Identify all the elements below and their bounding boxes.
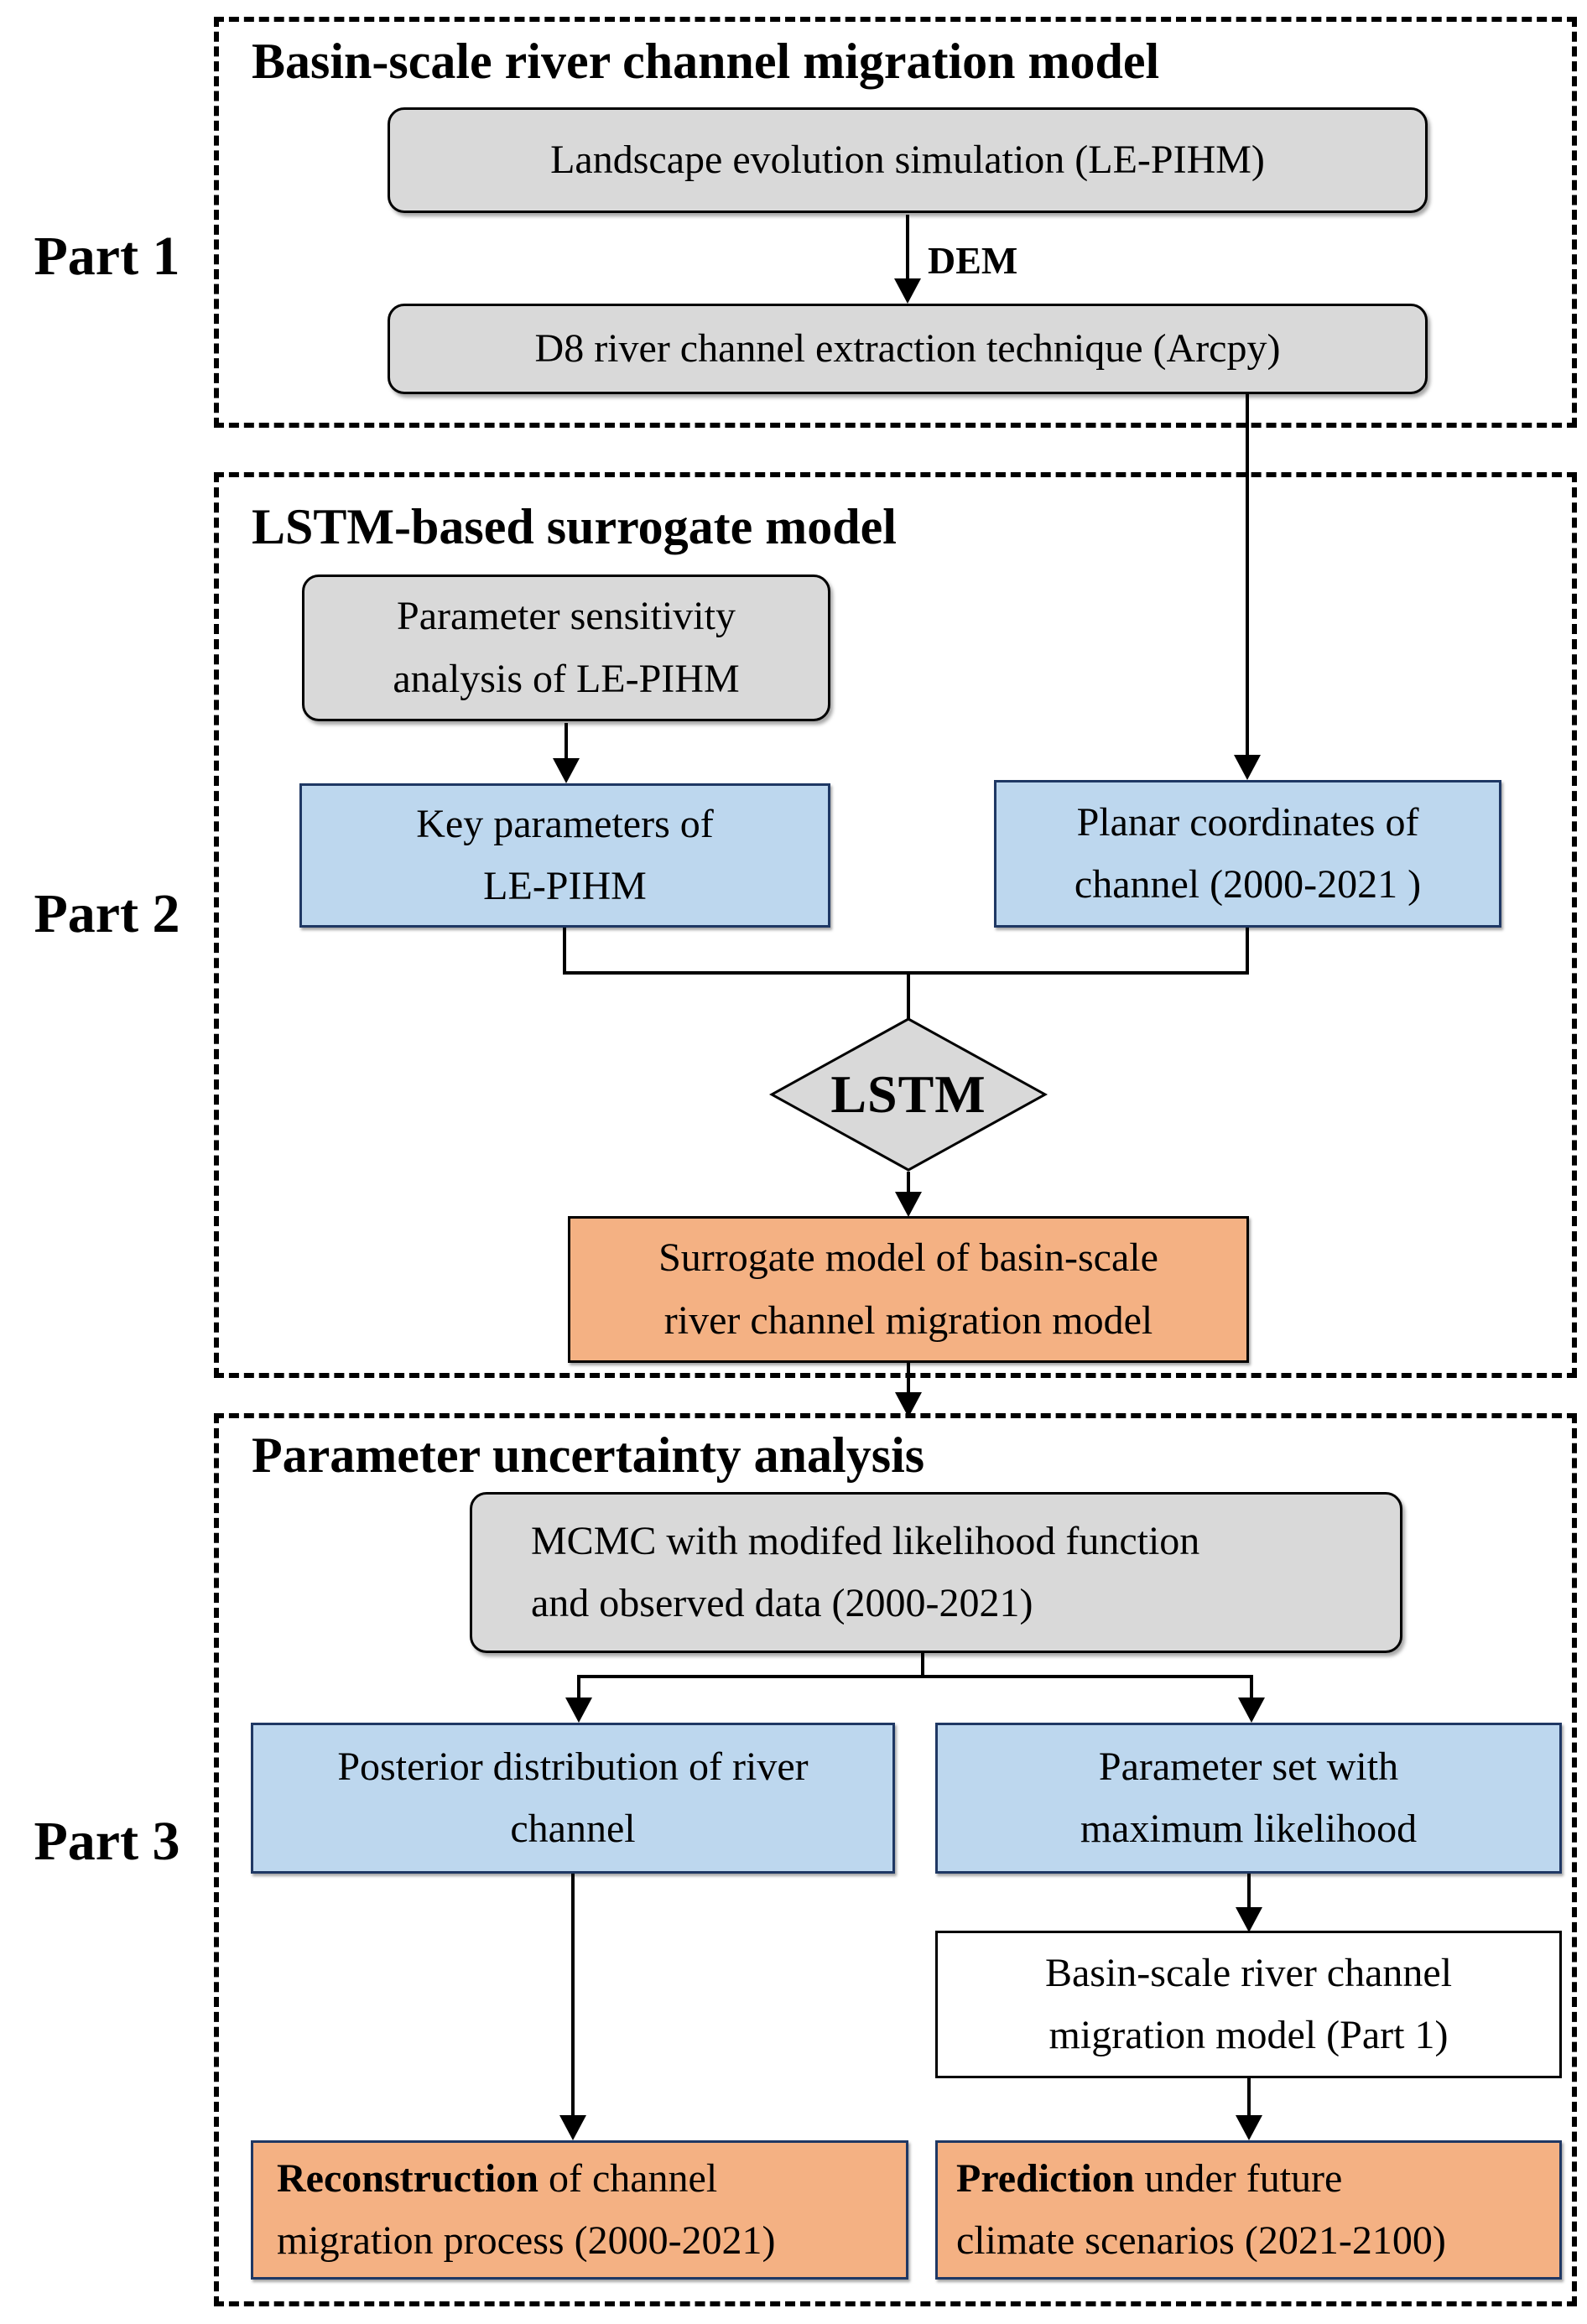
basin-model-box: Basin-scale river channel migration mode… bbox=[935, 1931, 1562, 2078]
mcmc-line2: and observed data (2000-2021) bbox=[531, 1581, 1033, 1625]
sensitivity-analysis-box: Parameter sensitivity analysis of LE-PIH… bbox=[302, 575, 830, 721]
planar-coordinates-line2: channel (2000-2021 ) bbox=[1074, 862, 1422, 907]
prediction-line1: Prediction under future bbox=[956, 2148, 1342, 2210]
surrogate-to-part3-arrowhead bbox=[895, 1392, 922, 1417]
lstm-diamond: LSTM bbox=[769, 1017, 1048, 1172]
split-right-line bbox=[1250, 1675, 1253, 1702]
key-parameters-box: Key parameters of LE-PIHM bbox=[299, 783, 830, 928]
dem-label: DEM bbox=[928, 239, 1018, 282]
split-horizontal-line bbox=[577, 1675, 1253, 1678]
reconstruction-bold-word: Reconstruction bbox=[277, 2155, 539, 2201]
surrogate-to-part3-line bbox=[907, 1363, 910, 1395]
lstm-label: LSTM bbox=[830, 1064, 986, 1124]
d8-to-planar-arrowhead bbox=[1234, 755, 1261, 780]
posterior-distribution-box: Posterior distribution of river channel bbox=[251, 1723, 895, 1874]
d8-extraction-label: D8 river channel extraction technique (A… bbox=[534, 325, 1281, 371]
split-left-arrowhead bbox=[565, 1698, 592, 1723]
paramset-to-basin-line bbox=[1247, 1874, 1251, 1911]
prediction-rest1: under future bbox=[1134, 2155, 1343, 2201]
part3-label: Part 3 bbox=[34, 1811, 180, 1872]
merge-left-line bbox=[563, 928, 566, 975]
reconstruction-line2: migration process (2000-2021) bbox=[277, 2218, 776, 2263]
landscape-evolution-box: Landscape evolution simulation (LE-PIHM) bbox=[388, 107, 1428, 213]
parameter-set-line1: Parameter set with bbox=[1098, 1744, 1399, 1789]
parameter-set-line2: maximum likelihood bbox=[1080, 1807, 1418, 1851]
key-parameters-line1: Key parameters of bbox=[416, 801, 714, 846]
split-right-arrowhead bbox=[1238, 1698, 1265, 1723]
basin-model-line1: Basin-scale river channel bbox=[1044, 1950, 1453, 1995]
surrogate-line2: river channel migration model bbox=[663, 1297, 1153, 1343]
d8-to-planar-line bbox=[1246, 394, 1249, 758]
reconstruction-line1: Reconstruction of channel bbox=[277, 2148, 717, 2210]
reconstruction-rest1: of channel bbox=[538, 2155, 718, 2201]
split-stem-line bbox=[921, 1653, 924, 1678]
sensitivity-line1: Parameter sensitivity bbox=[397, 594, 736, 639]
merge-center-line bbox=[907, 973, 910, 1020]
dem-arrowhead bbox=[894, 278, 921, 304]
planar-coordinates-box: Planar coordinates of channel (2000-2021… bbox=[994, 780, 1501, 928]
mcmc-line1: MCMC with modifed likelihood function bbox=[531, 1518, 1200, 1563]
dem-arrow-line bbox=[906, 215, 909, 280]
sensitivity-to-keyparams-arrowhead bbox=[553, 758, 580, 783]
merge-horizontal-line bbox=[563, 971, 1249, 975]
surrogate-line1: Surrogate model of basin-scale bbox=[658, 1235, 1158, 1281]
part1-title: Basin-scale river channel migration mode… bbox=[252, 34, 1160, 89]
key-parameters-line2: LE-PIHM bbox=[483, 864, 647, 908]
basin-to-prediction-line bbox=[1247, 2078, 1251, 2119]
landscape-evolution-label: Landscape evolution simulation (LE-PIHM) bbox=[550, 137, 1265, 182]
sensitivity-line2: analysis of LE-PIHM bbox=[393, 656, 740, 701]
merge-right-line bbox=[1246, 928, 1249, 975]
part1-label: Part 1 bbox=[34, 226, 180, 287]
split-left-line bbox=[577, 1675, 580, 1702]
lstm-diamond-shape bbox=[769, 1017, 1048, 1172]
prediction-box: Prediction under future climate scenario… bbox=[935, 2140, 1562, 2280]
d8-extraction-box: D8 river channel extraction technique (A… bbox=[388, 304, 1428, 394]
surrogate-model-box: Surrogate model of basin-scale river cha… bbox=[568, 1216, 1249, 1363]
posterior-to-reconstruction-arrowhead bbox=[559, 2115, 586, 2140]
parameter-set-box: Parameter set with maximum likelihood bbox=[935, 1723, 1562, 1874]
diamond-to-surrogate-line bbox=[907, 1172, 910, 1195]
part2-label: Part 2 bbox=[34, 883, 180, 944]
posterior-line1: Posterior distribution of river bbox=[337, 1744, 809, 1789]
posterior-to-reconstruction-line bbox=[571, 1874, 575, 2119]
prediction-line2: climate scenarios (2021-2100) bbox=[956, 2218, 1446, 2263]
part3-title: Parameter uncertainty analysis bbox=[252, 1427, 925, 1483]
posterior-line2: channel bbox=[510, 1807, 636, 1851]
sensitivity-to-keyparams-line bbox=[565, 723, 568, 762]
diamond-to-surrogate-arrowhead bbox=[895, 1192, 922, 1217]
prediction-bold-word: Prediction bbox=[956, 2155, 1135, 2201]
basin-to-prediction-arrowhead bbox=[1236, 2115, 1262, 2140]
paramset-to-basin-arrowhead bbox=[1236, 1907, 1262, 1932]
mcmc-box: MCMC with modifed likelihood function an… bbox=[470, 1492, 1402, 1653]
basin-model-line2: migration model (Part 1) bbox=[1048, 2013, 1449, 2057]
part1-boundary bbox=[214, 17, 1577, 428]
reconstruction-box: Reconstruction of channel migration proc… bbox=[251, 2140, 908, 2280]
part2-boundary bbox=[214, 472, 1577, 1378]
planar-coordinates-line1: Planar coordinates of bbox=[1076, 799, 1419, 845]
part2-title: LSTM-based surrogate model bbox=[252, 499, 897, 554]
